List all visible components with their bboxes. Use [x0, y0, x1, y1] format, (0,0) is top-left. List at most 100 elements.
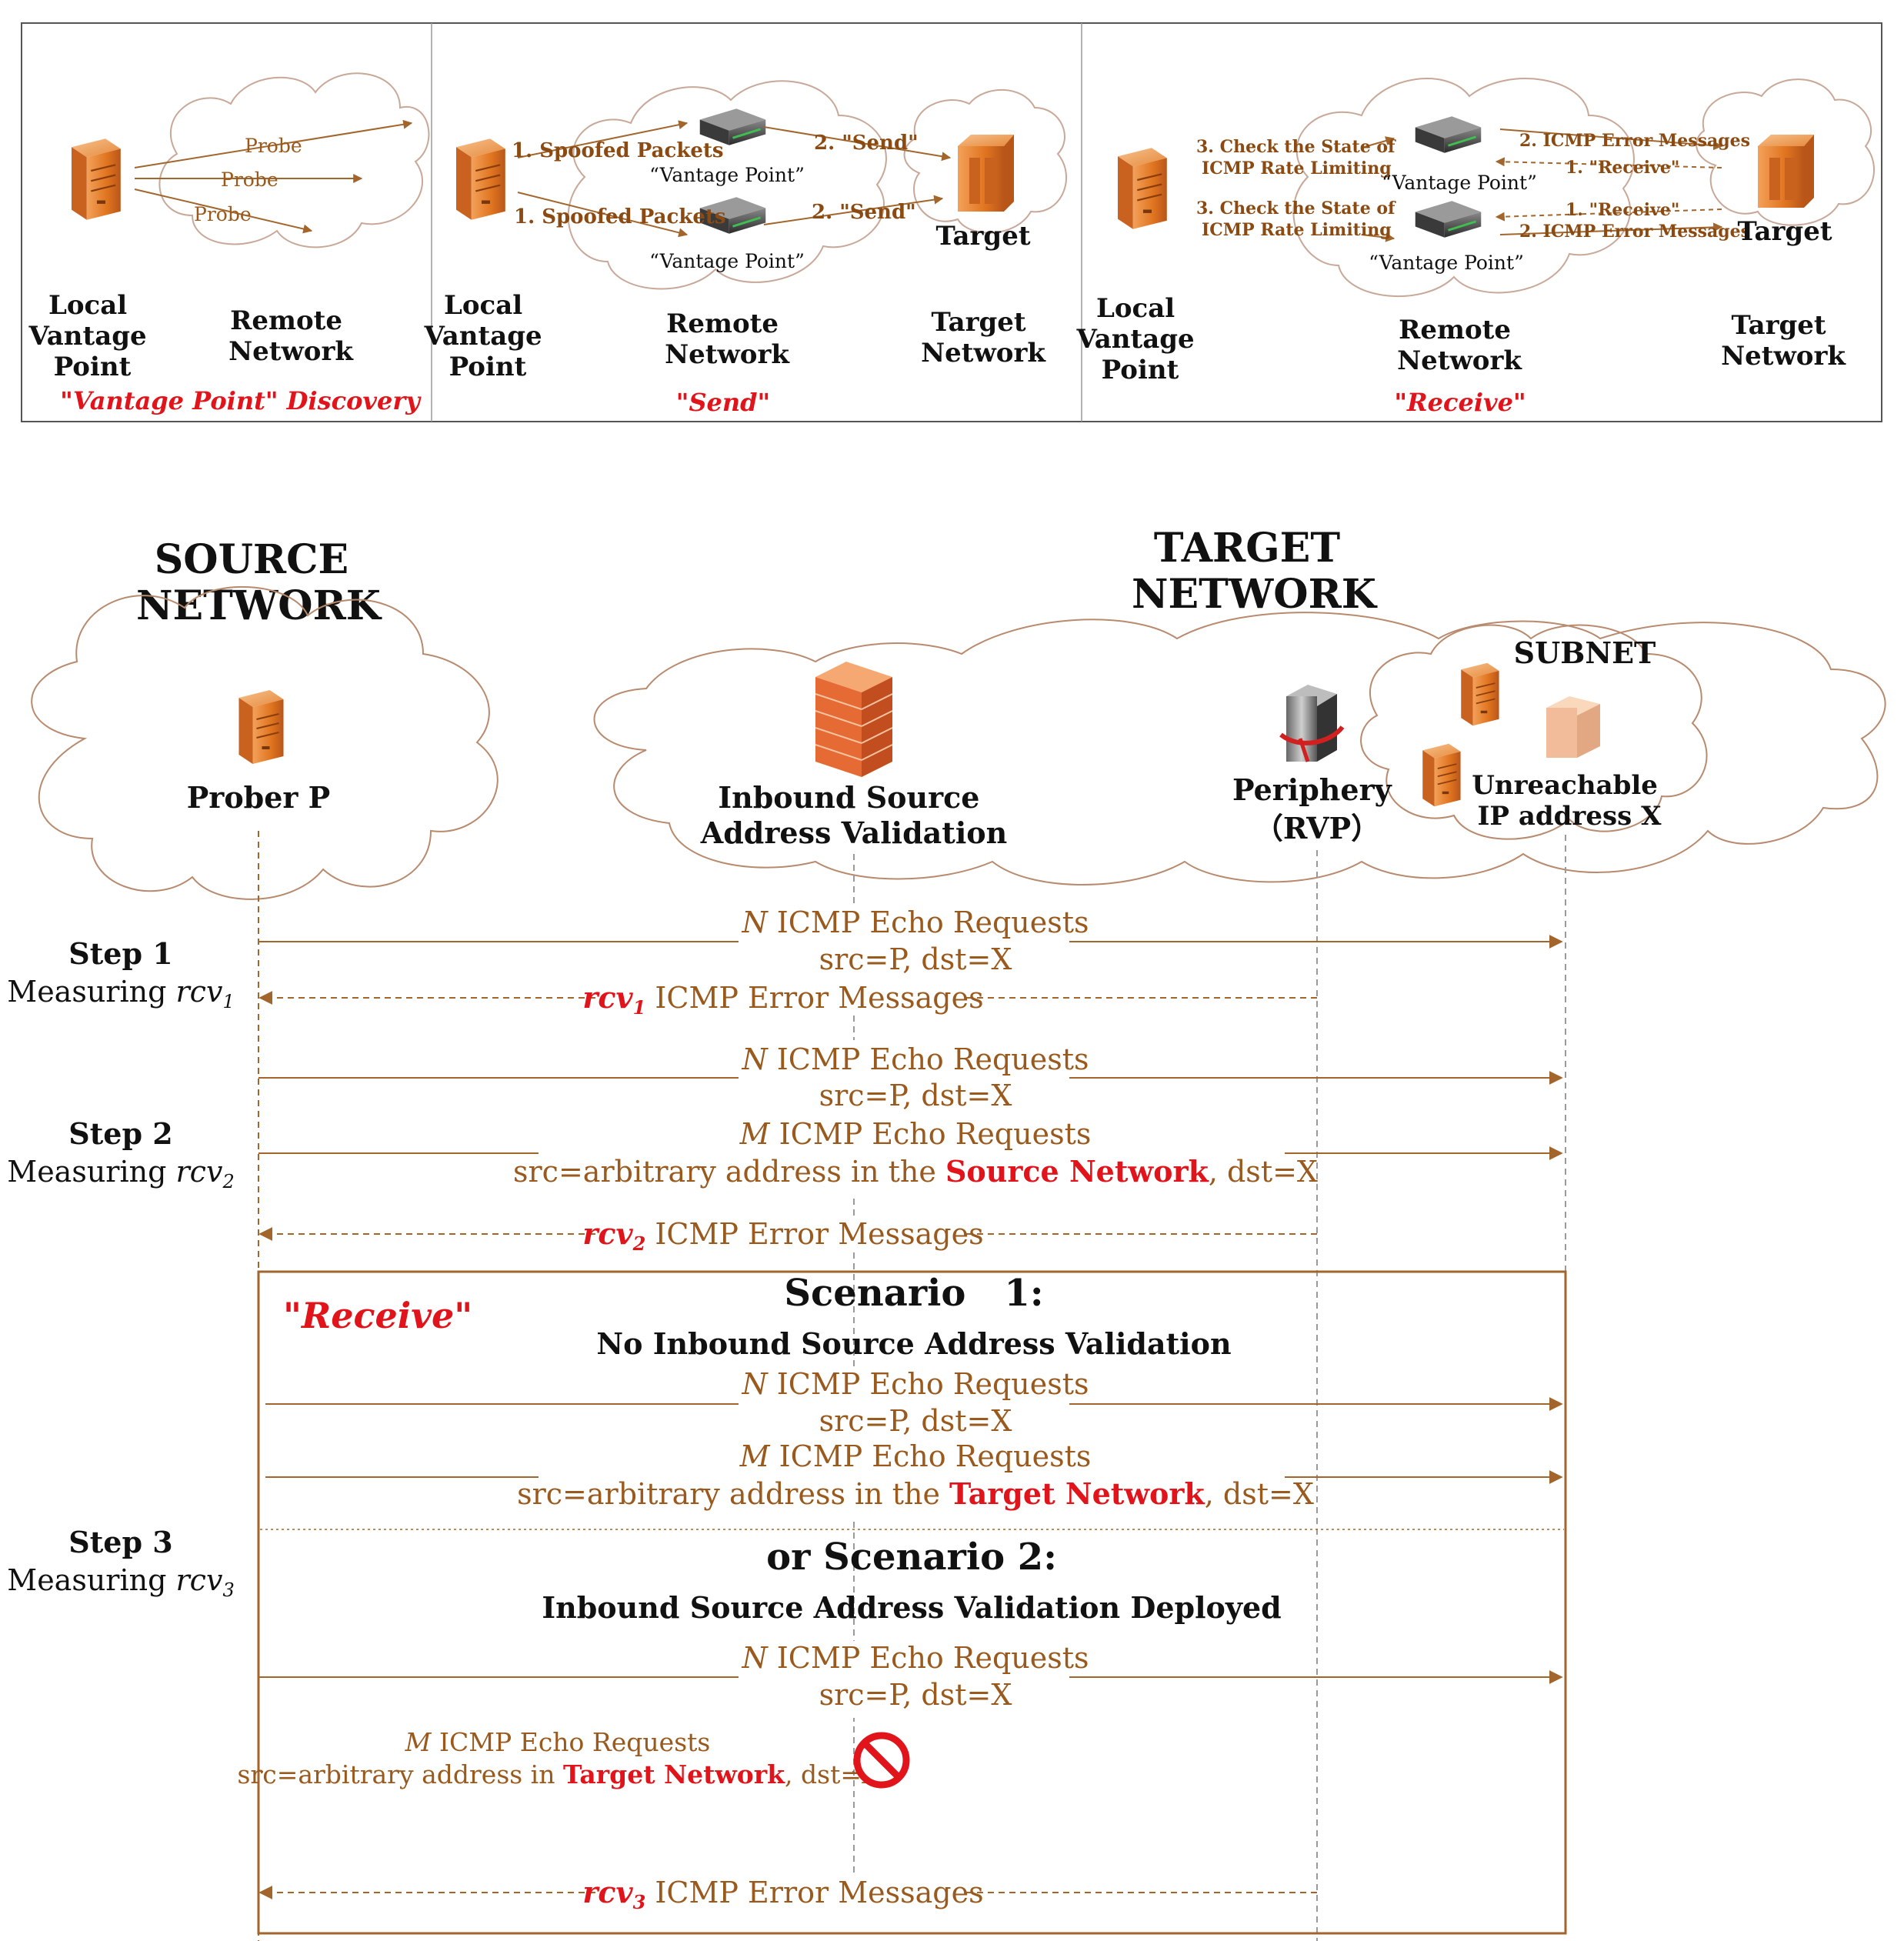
svg-text:TARGET NETWORK: TARGET NETWORK	[1132, 525, 1378, 618]
remote-label-2: Network	[228, 336, 354, 367]
err-text-1: ICMP Error Messages	[645, 981, 983, 1015]
periphery-router-icon	[1279, 685, 1345, 762]
n-var: N	[741, 905, 769, 939]
target-server-icon	[1758, 135, 1814, 208]
recv-label-1: 1. "Receive"	[1566, 158, 1679, 178]
step-2-title: Step 2	[68, 1116, 172, 1151]
remote-cloud-3	[1292, 78, 1635, 297]
source-network-cloud	[31, 585, 499, 900]
step-1-title: Step 1	[68, 936, 172, 971]
step-3-var: rcv	[176, 1563, 223, 1597]
remote-cloud-2	[567, 80, 887, 290]
periphery-label-2: （RVP）	[1254, 811, 1380, 845]
dst-suffix: , dst=X	[1205, 1477, 1314, 1511]
subnet-server-icon	[1460, 662, 1500, 727]
step-2-sub: 2	[222, 1171, 234, 1192]
subnet-label: SUBNET	[1514, 635, 1656, 670]
router-icon	[1414, 199, 1482, 239]
subnet-cloud	[1360, 624, 1708, 840]
src-arb-prefix: src=arbitrary address in the	[517, 1477, 949, 1511]
svg-text:Remote Network: Remote Network	[228, 305, 354, 367]
vp-label-2: “Vantage Point”	[649, 250, 805, 272]
source-network-title-2: NETWORK	[136, 582, 382, 629]
step-1-sub: 1	[222, 991, 234, 1012]
m-req-text: ICMP Echo Requests	[431, 1727, 710, 1757]
n-var: N	[741, 1367, 769, 1401]
err-sub-2: 2	[632, 1232, 646, 1255]
local-label-2: Vantage	[1076, 324, 1195, 355]
m-req-text: ICMP Echo Requests	[770, 1439, 1092, 1473]
spoofed-label-1: 1. Spoofed Packets	[512, 139, 724, 162]
svg-text:Measuring rcv2: Measuring rcv2	[7, 1155, 234, 1192]
step-1-var: rcv	[176, 975, 223, 1009]
n-req-text: ICMP Echo Requests	[768, 1641, 1089, 1675]
send-label-2: 2. "Send"	[812, 201, 916, 224]
n-req-text: ICMP Echo Requests	[768, 1042, 1089, 1076]
top-panels: Probe Probe Probe Local Vantage Point Re…	[21, 22, 1882, 422]
svg-text:Remote Network: Remote Network	[1397, 315, 1522, 376]
src-arb-prefix: src=arbitrary address in the	[513, 1155, 945, 1189]
check-label-2a: 3. Check the State of	[1196, 198, 1396, 218]
target-network-cloud	[593, 612, 1886, 885]
prober-server-icon	[238, 689, 285, 765]
err-text-3: ICMP Error Messages	[645, 1876, 983, 1909]
remote-label-1: Remote	[666, 308, 779, 339]
src-p-2: src=P, dst=X	[819, 1079, 1012, 1112]
svg-text:SOURCE NETWORK: SOURCE NETWORK	[136, 536, 382, 629]
unreachable-label-1: Unreachable	[1472, 770, 1658, 801]
svg-text:Measuring rcv1: Measuring rcv1	[7, 975, 234, 1012]
target-net-label-2: Network	[921, 338, 1046, 369]
panel-discovery: Probe Probe Probe Local Vantage Point Re…	[28, 72, 430, 415]
local-label-2: Vantage	[28, 321, 147, 352]
source-network-title-1: SOURCE	[155, 536, 348, 583]
scenario-2-sub: Inbound Source Address Validation Deploy…	[542, 1590, 1281, 1625]
err-var-1: rcv	[582, 980, 633, 1015]
svg-text:Local Vantage: Local Vantage Point	[424, 290, 552, 382]
svg-text:src=arbitrary address in the T: src=arbitrary address in the Target Netw…	[517, 1476, 1314, 1511]
m-req-text: ICMP Echo Requests	[770, 1117, 1092, 1151]
svg-text:Measuring rcv3: Measuring rcv3	[7, 1563, 234, 1601]
scenario-1-sub: No Inbound Source Address Validation	[596, 1326, 1231, 1361]
check-label-2b: ICMP Rate Limiting	[1202, 220, 1392, 240]
server-icon	[455, 137, 507, 222]
svg-text:src=arbitrary address in the S: src=arbitrary address in the Source Netw…	[513, 1154, 1318, 1189]
remote-label-1: Remote	[230, 305, 342, 336]
local-label-1: Local	[1096, 293, 1175, 324]
svg-text:M ICMP Echo Requests: M ICMP Echo Requests	[739, 1117, 1092, 1151]
target-cloud-3	[1696, 78, 1875, 226]
svg-text:3. Check the State of: 3. Check the State of ICMP Rate Limiting	[1196, 198, 1401, 240]
local-label-3: Point	[54, 352, 132, 382]
periphery-label-1: Periphery	[1232, 772, 1392, 807]
svg-text:N ICMP Echo Requests: N ICMP Echo Requests	[741, 1042, 1089, 1076]
scenario-2-title: or Scenario 2:	[766, 1536, 1057, 1579]
svg-text:N ICMP Echo Requests: N ICMP Echo Requests	[741, 1641, 1089, 1675]
remote-label-2: Network	[665, 339, 790, 370]
step-1-label: Step 1 Measuring rcv1	[7, 936, 234, 1012]
unreachable-label-2: IP address X	[1478, 801, 1662, 832]
err-sub-1: 1	[633, 996, 646, 1019]
svg-text:M ICMP Echo Requests: M ICMP Echo Requests	[739, 1439, 1092, 1473]
target-server-icon	[958, 135, 1014, 212]
step-3-sub: 3	[222, 1579, 234, 1601]
src-arb-prefix-short: src=arbitrary address in	[238, 1759, 563, 1789]
err-var-3: rcv	[582, 1875, 633, 1909]
panel-send: 1. Spoofed Packets 1. Spoofed Packets “V…	[424, 80, 1067, 417]
svg-text:Remote Network: Remote Network	[665, 308, 790, 370]
step-3-label: Step 3 Measuring rcv3	[7, 1525, 234, 1601]
step-3-measure: Measuring	[7, 1563, 175, 1597]
local-label-3: Point	[1102, 355, 1179, 385]
local-label-3: Point	[449, 352, 527, 382]
server-icon	[1116, 146, 1169, 231]
panel-receive: 3. Check the State of ICMP Rate Limiting…	[1076, 78, 1875, 417]
step-2-measure: Measuring	[7, 1155, 175, 1189]
svg-text:rcv3 ICMP Error Messages: rcv3 ICMP Error Messages	[582, 1875, 983, 1913]
svg-text:M ICMP Echo Requests: M ICMP Echo Requests	[405, 1727, 711, 1757]
target-net-label-2: Network	[1721, 341, 1846, 372]
unreachable-host-icon	[1546, 696, 1600, 758]
remote-label-1: Remote	[1399, 315, 1511, 345]
remote-label-2: Network	[1397, 345, 1522, 376]
svg-text:src=arbitrary address in Targe: src=arbitrary address in Target Network,…	[238, 1759, 880, 1789]
step-3-box	[257, 1270, 1567, 1935]
target-label-3: Target	[1737, 216, 1832, 247]
vp-label-2: “Vantage Point”	[1369, 252, 1524, 274]
